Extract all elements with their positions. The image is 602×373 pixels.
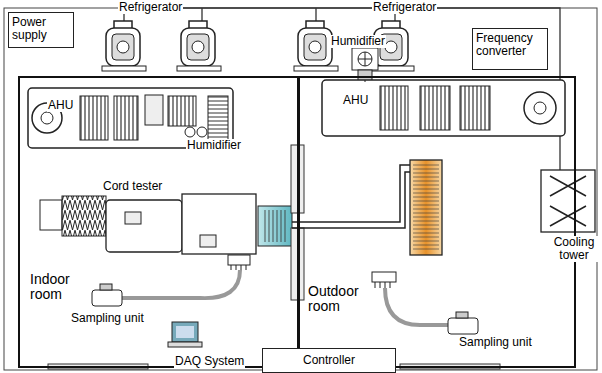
node-label: Indoor room [30,272,82,303]
part-label: DAQ System [174,355,245,368]
part-label: Sampling unit [70,312,145,325]
room-box: Indoor room [18,76,299,368]
equipment-box: Frequency converter [472,28,548,70]
part-label: Cord tester [102,180,163,193]
part-label: Humidifier [186,139,242,152]
part-label: Humidifier [330,35,386,48]
part-label: Refrigerator [118,1,183,14]
equipment-box: Power supply [8,12,74,48]
equipment-box: Controller [262,348,396,373]
part-label: AHU [47,99,74,112]
part-label: AHU [342,94,369,107]
node-label: Power supply [12,16,70,42]
node-label: Outdoor room [308,284,368,315]
part-label: Cooling tower [549,236,599,262]
part-label: Refrigerator [372,1,437,14]
node-label: Controller [267,354,391,367]
part-label: Sampling unit [458,336,533,349]
node-label: Frequency converter [476,32,544,58]
room-box: Outdoor room [298,76,576,368]
